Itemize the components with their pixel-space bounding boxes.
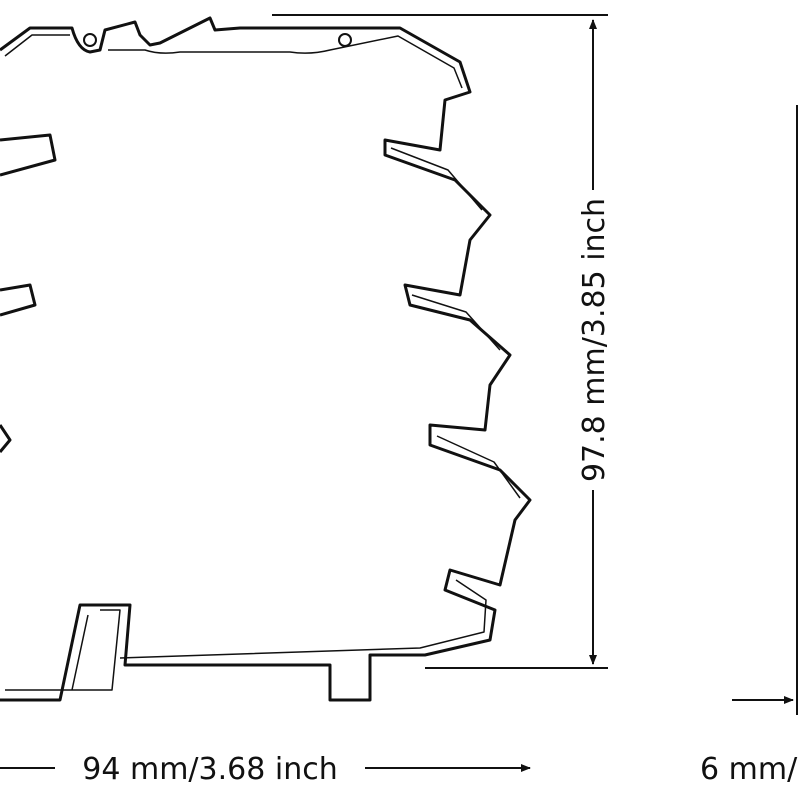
depth-label: 6 mm/ [700,752,798,787]
housing-outline [0,16,532,702]
depth-dimension [732,105,798,715]
height-dimension [272,14,608,669]
width-label: 94 mm/3.68 inch [82,752,337,787]
height-label: 97.8 mm/3.85 inch [577,198,612,482]
